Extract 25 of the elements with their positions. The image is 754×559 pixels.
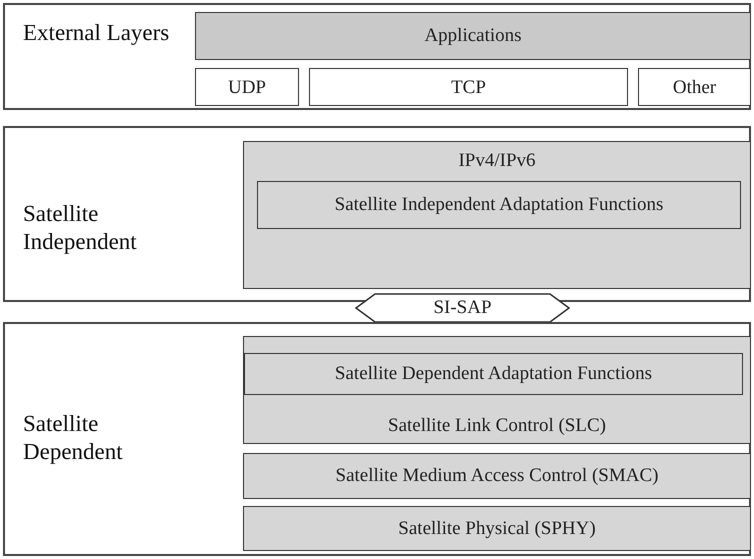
layer-label: SI-SAP [432,297,493,319]
layer-box [244,353,743,395]
layer-label: Applications [423,25,523,47]
layer-label: IPv4/IPv6 [457,150,537,172]
layer-heading: External Layers [23,19,170,47]
layer-label: UDP [226,77,267,99]
layer-label: TCP [450,77,487,99]
layer-band [3,3,751,110]
layer-box [309,68,628,106]
layer-label: Satellite Link Control (SLC) [387,415,607,437]
layer-heading: Satellite Independent [23,200,138,256]
layer-box [243,336,751,444]
layer-box [243,141,751,289]
layer-box [195,12,751,60]
layer-box [257,181,741,229]
layer-box [243,453,751,499]
layer-label: Other [672,77,718,99]
layer-box [195,68,299,106]
layer-label: Satellite Physical (SPHY) [397,518,597,540]
layer-label: Satellite Medium Access Control (SMAC) [334,465,660,487]
layer-label: Satellite Dependent Adaptation Functions [334,363,654,385]
layer-box [243,506,751,551]
layer-box [638,68,751,106]
layer-heading: Satellite Dependent [23,410,124,466]
layer-label: Satellite Independent Adaptation Functions [334,194,664,216]
